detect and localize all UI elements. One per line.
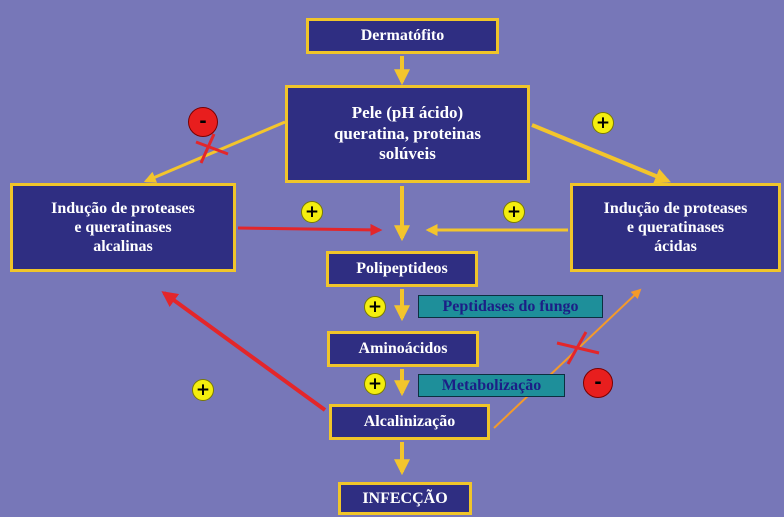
- arrow-pele-inducao-acidas: [531, 123, 671, 184]
- minus-sign-left: -: [188, 107, 218, 137]
- plus-sign-alcalinas-center: +: [301, 201, 323, 223]
- node-inducao-acidas: Indução de proteases e queratinases ácid…: [570, 183, 781, 272]
- arrow-alcalinizacao-to-alcalinas: [161, 291, 327, 412]
- arrow-alcalinizacao-to-acidas: [493, 288, 642, 429]
- node-pele: Pele (pH ácido) queratina, proteinas sol…: [285, 85, 530, 183]
- node-polipeptideos: Polipeptideos: [326, 251, 478, 287]
- arrow-alcalinas-to-center: [237, 223, 383, 236]
- arrow-pele-inducao-alcalinas: [143, 120, 286, 183]
- node-dermatofito: Dermatófito: [306, 18, 499, 54]
- node-inducao-alcalinas: Indução de proteases e queratinases alca…: [10, 183, 236, 272]
- label-peptidases: Peptidases do fungo: [418, 295, 603, 318]
- label-metabolizacao: Metabolização: [418, 374, 565, 397]
- plus-sign-metabolizacao: +: [364, 373, 386, 395]
- minus-sign-right: -: [583, 368, 613, 398]
- node-infeccao: INFECÇÃO: [338, 482, 472, 515]
- plus-sign-peptidases: +: [364, 296, 386, 318]
- inhibition-cross-left: [195, 133, 229, 164]
- plus-sign-acidas-center: +: [503, 201, 525, 223]
- inhibition-cross-right: [556, 331, 600, 365]
- plus-sign-alcalinizacao-feedback: +: [192, 379, 214, 401]
- node-aminoacidos: Aminoácidos: [327, 331, 479, 367]
- plus-sign-pele-acidas: +: [592, 112, 614, 134]
- node-alcalinizacao: Alcalinização: [329, 404, 490, 440]
